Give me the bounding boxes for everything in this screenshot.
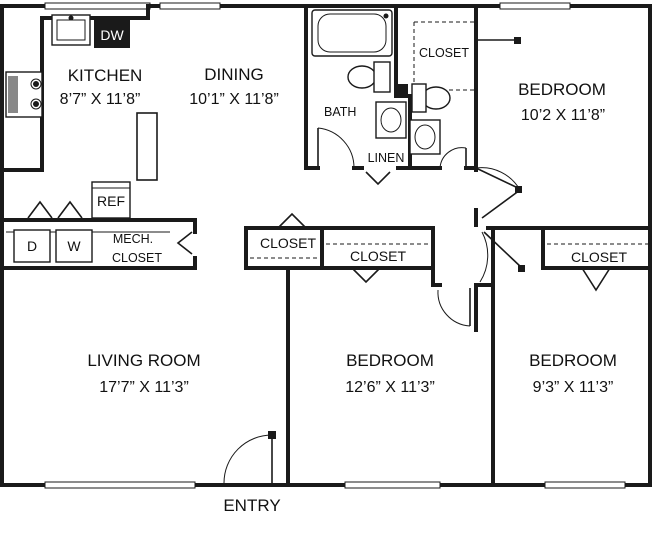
bath-fixtures	[311, 9, 451, 155]
closet-shelves	[6, 21, 648, 259]
entry-label: ENTRY	[223, 496, 280, 515]
kitchen-name: KITCHEN	[68, 66, 143, 85]
room-labels: KITCHEN 8’7” X 11’8” DINING 10’1” X 11’8…	[60, 65, 617, 396]
interior-walls	[0, 4, 652, 487]
bedroom-center-dims: 12’6” X 11’3”	[345, 379, 435, 396]
doors	[27, 37, 611, 484]
mech-closet-label-line1: MECH.	[113, 232, 153, 246]
bedroom-se-name: BEDROOM	[529, 351, 617, 370]
exterior-walls	[0, 4, 652, 487]
laundry-fixtures	[13, 229, 93, 263]
bedroom-ne-name: BEDROOM	[518, 80, 606, 99]
washer-label: W	[67, 238, 81, 254]
closet-top-label: CLOSET	[419, 46, 469, 60]
dining-dims: 10’1” X 11’8”	[189, 91, 279, 108]
closet-center-label: CLOSET	[350, 248, 406, 264]
refrigerator-label: REF	[97, 193, 125, 209]
closet-right-label: CLOSET	[571, 249, 627, 265]
dryer-label: D	[27, 238, 37, 254]
bedroom-se-dims: 9’3” X 11’3”	[533, 379, 614, 396]
kitchen-dims: 8’7” X 11’8”	[60, 91, 141, 108]
kitchen-fixtures	[5, 14, 131, 219]
mech-closet-label-line2: CLOSET	[112, 251, 162, 265]
windows	[44, 2, 626, 489]
dining-name: DINING	[204, 65, 264, 84]
closet-left-label: CLOSET	[260, 235, 316, 251]
bedroom-ne-dims: 10’2 X 11’8”	[521, 107, 605, 124]
bedroom-center-name: BEDROOM	[346, 351, 434, 370]
living-room-dims: 17’7” X 11’3”	[99, 379, 189, 396]
living-room-name: LIVING ROOM	[87, 351, 200, 370]
fixture-labels: DW REF D W MECH. CLOSET BATH LINEN CLOSE…	[27, 27, 628, 515]
linen-label: LINEN	[368, 151, 405, 165]
dishwasher-label: DW	[100, 27, 124, 43]
bath-label: BATH	[324, 105, 356, 119]
